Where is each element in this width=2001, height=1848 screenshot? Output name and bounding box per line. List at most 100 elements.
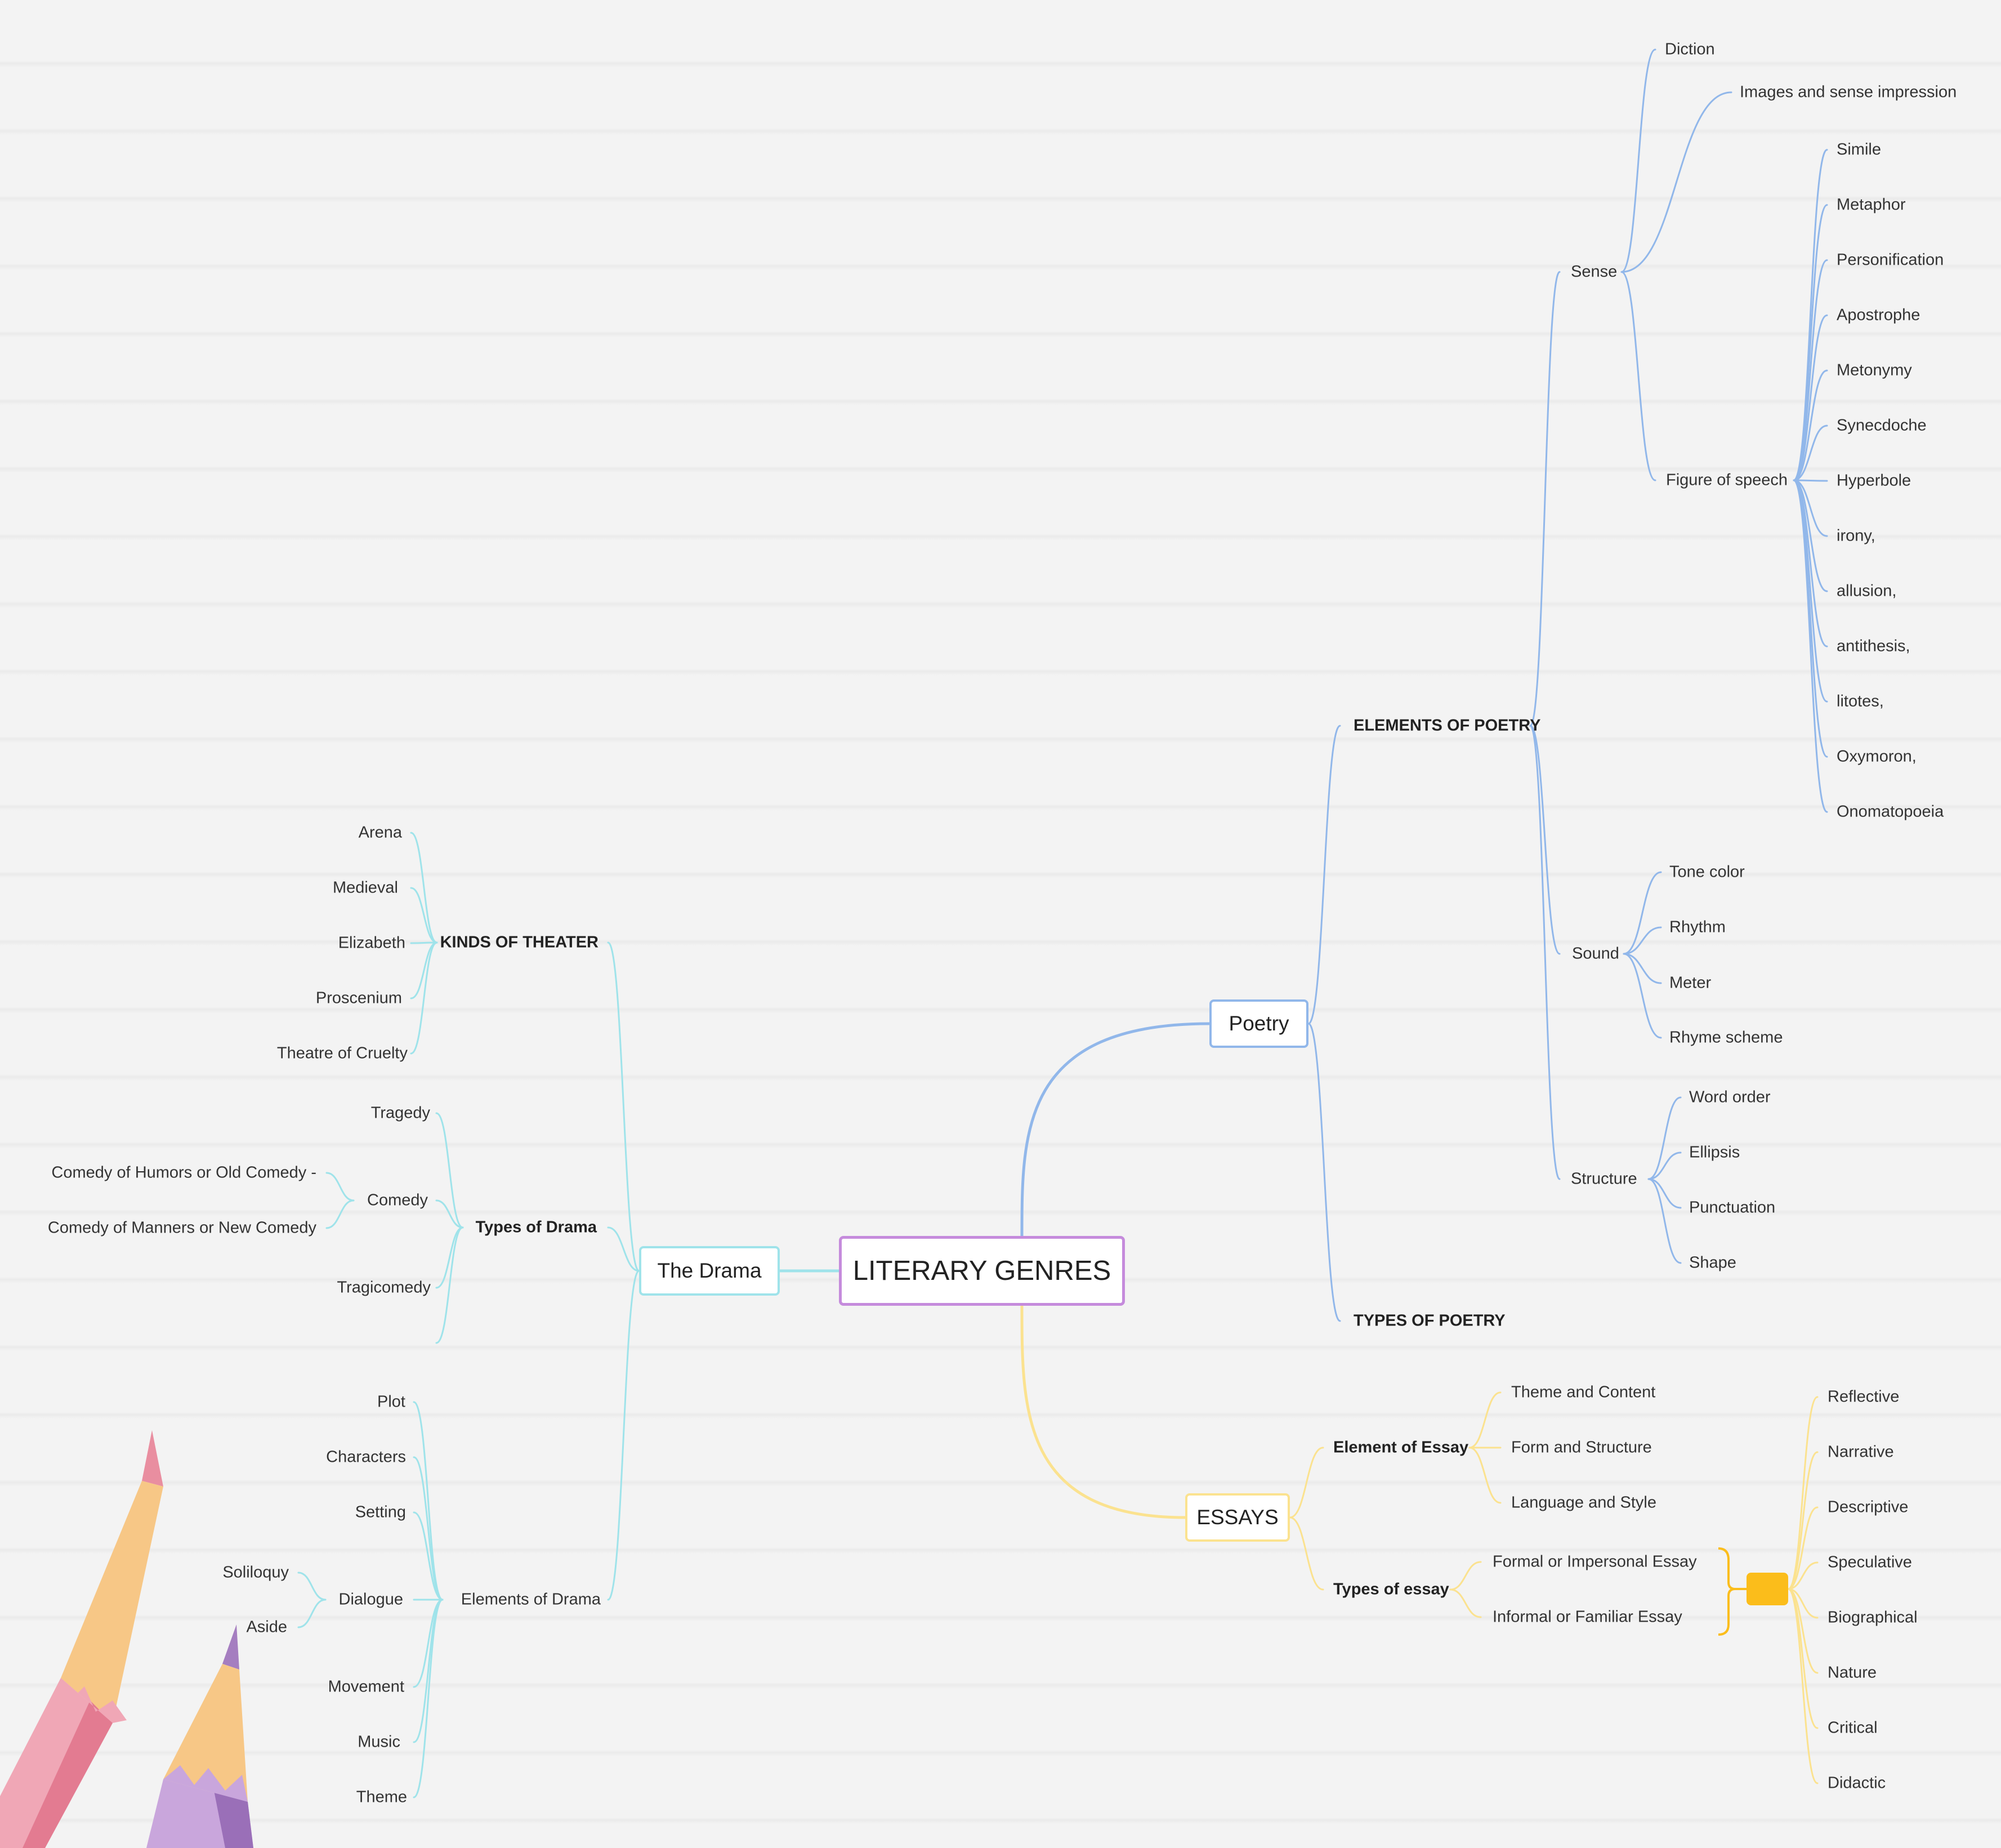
comedy-item[interactable]: Comedy of Humors or Old Comedy - [51,1163,316,1182]
drama-node[interactable]: The Drama [639,1246,780,1296]
structure[interactable]: Structure [1571,1169,1637,1188]
tragedy[interactable]: Tragedy [370,1104,430,1122]
drama-element-item[interactable]: Plot [377,1392,405,1411]
theater-item[interactable]: Theatre of Cruelty [276,1044,408,1063]
types-of-essay[interactable]: Types of essay [1333,1580,1449,1599]
elements-link [1529,725,1561,1180]
essay-kind-item[interactable]: Narrative [1828,1443,1894,1461]
element-of-essay[interactable]: Element of Essay [1333,1438,1469,1457]
essay-kind-item[interactable]: Nature [1828,1663,1877,1682]
comedy-item[interactable]: Comedy of Manners or New Comedy [47,1218,316,1237]
elements-of-drama[interactable]: Elements of Drama [461,1590,601,1609]
types-drama-link [435,1199,464,1229]
sound-item[interactable]: Tone color [1669,863,1745,881]
figure-item[interactable]: litotes, [1837,692,1884,711]
essay-kind-item[interactable]: Descriptive [1828,1498,1909,1516]
figure-item[interactable]: Oxymoron, [1837,747,1917,766]
essay-kind-item[interactable]: Didactic [1828,1774,1886,1792]
essay-summary-marker[interactable] [1747,1573,1788,1605]
figure-of-speech[interactable]: Figure of speech [1666,471,1788,489]
figure-item[interactable]: irony, [1837,526,1875,545]
essay-kind-item[interactable]: Biographical [1828,1608,1918,1627]
comedy[interactable]: Comedy [367,1191,428,1209]
sound-item[interactable]: Meter [1669,974,1712,992]
theater-item[interactable]: Elizabeth [338,934,405,952]
drama-element-item[interactable]: Movement [328,1677,404,1696]
tragicomedy[interactable]: Tragicomedy [337,1278,431,1297]
structure-item[interactable]: Ellipsis [1689,1143,1740,1162]
essay-type-item[interactable]: Formal or Impersonal Essay [1493,1552,1697,1571]
theater-item[interactable]: Proscenium [315,989,402,1007]
dialogue-item[interactable]: Soliloquy [222,1563,289,1582]
theater-link [410,941,438,1055]
structure-link [1647,1151,1682,1180]
essay-element-item[interactable]: Theme and Content [1511,1383,1656,1401]
essay-element-link [1468,1391,1502,1449]
structure-item[interactable]: Shape [1689,1253,1736,1272]
theater-item[interactable]: Medieval [332,878,398,897]
theater-item[interactable]: Arena [358,823,402,842]
figure-item[interactable]: Apostrophe [1837,306,1920,324]
essay-kind-item[interactable]: Speculative [1828,1553,1912,1572]
diction[interactable]: Diction [1665,40,1715,59]
figure-item[interactable]: antithesis, [1837,637,1910,655]
figure-item[interactable]: Metaphor [1837,195,1906,214]
dialogue[interactable]: Dialogue [338,1590,403,1609]
essay-kind-item[interactable]: Reflective [1828,1387,1900,1406]
essay-type-item[interactable]: Informal or Familiar Essay [1493,1608,1682,1626]
essay-kind-link [1787,1588,1819,1619]
types-drama-link [435,1226,464,1289]
drama-link [607,1270,640,1601]
central-topic[interactable]: LITERARY GENRES [839,1236,1125,1306]
figure-item[interactable]: allusion, [1837,582,1897,600]
figure-link [1793,479,1828,537]
figure-item[interactable]: Metonymy [1837,361,1912,380]
poetry-main-link [1020,1022,1211,1238]
poetry-link [1307,1023,1341,1322]
sound-item[interactable]: Rhythm [1669,918,1726,936]
dialogue-item[interactable]: Aside [246,1618,287,1636]
figure-link [1793,479,1828,482]
essay-element-item[interactable]: Language and Style [1511,1493,1656,1512]
poetry-node[interactable]: Poetry [1209,999,1308,1048]
essays-node[interactable]: ESSAYS [1185,1493,1290,1542]
essays-main-link [1020,1304,1187,1519]
types-of-poetry[interactable]: TYPES OF POETRY [1354,1311,1506,1330]
drama-link [607,941,640,1272]
figure-item[interactable]: Synecdoche [1837,416,1927,435]
drama-element-item[interactable]: Setting [355,1503,406,1521]
sense[interactable]: Sense [1571,262,1618,281]
drama-element-link [413,1456,444,1601]
figure-link [1793,425,1828,481]
theater-link [410,941,438,999]
images-and-sense-impression[interactable]: Images and sense impression [1740,83,1957,101]
figure-link [1793,479,1828,592]
types-of-drama[interactable]: Types of Drama [475,1218,597,1237]
sound-link [1623,953,1662,1039]
drama-element-item[interactable]: Characters [326,1448,406,1466]
types-drama-link [435,1226,464,1344]
dialogue-link [297,1599,327,1628]
elements-of-poetry[interactable]: ELEMENTS OF POETRY [1354,716,1541,735]
essay-kind-item[interactable]: Critical [1828,1718,1878,1737]
drama-element-item[interactable]: Music [358,1733,400,1751]
drama-element-item[interactable]: Theme [356,1788,407,1806]
figure-item[interactable]: Hyperbole [1837,471,1911,490]
structure-item[interactable]: Punctuation [1689,1198,1776,1217]
figure-item[interactable]: Simile [1837,140,1881,159]
essay-kind-link [1787,1561,1819,1590]
figure-link [1793,369,1828,481]
structure-item[interactable]: Word order [1689,1088,1771,1106]
essay-element-item[interactable]: Form and Structure [1511,1438,1652,1457]
figure-item[interactable]: Onomatopoeia [1837,802,1944,821]
drama-element-link [413,1511,444,1601]
figure-item[interactable]: Personification [1837,251,1944,269]
comedy-link [325,1172,355,1202]
sound-link [1623,953,1662,984]
drama-element-link [413,1599,444,1798]
elements-link [1529,725,1561,955]
sound[interactable]: Sound [1572,944,1619,963]
sound-item[interactable]: Rhyme scheme [1669,1028,1783,1047]
purple-pencil [146,1624,253,1848]
kinds-of-theater[interactable]: KINDS OF THEATER [440,933,598,952]
